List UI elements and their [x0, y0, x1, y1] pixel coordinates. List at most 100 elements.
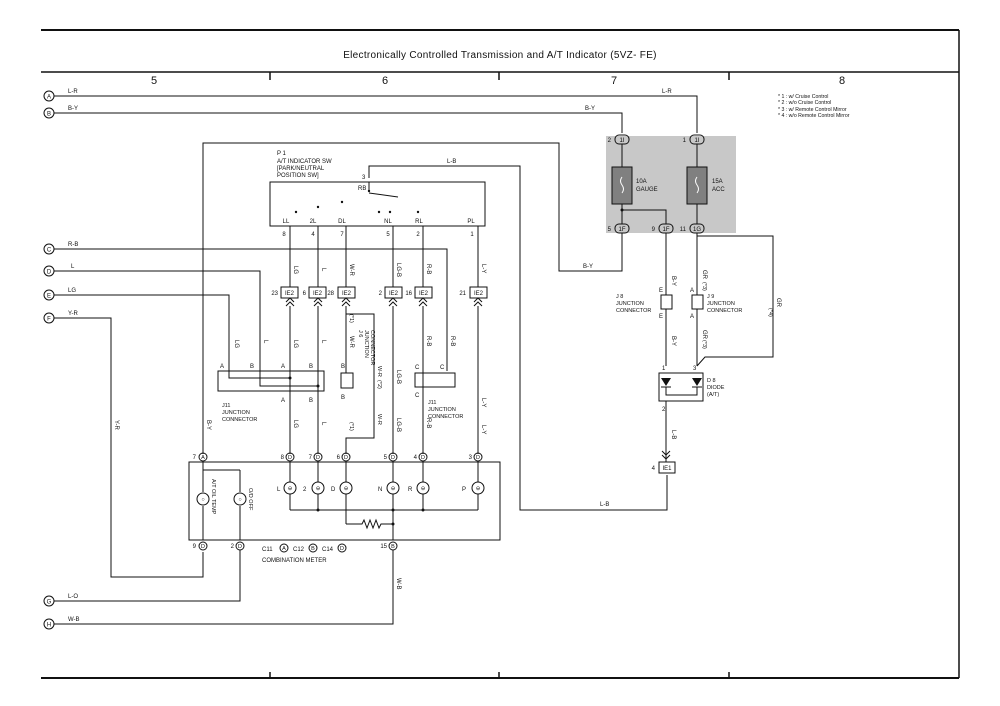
svg-text:LG: LG: [68, 288, 76, 294]
svg-text:1I: 1I: [694, 138, 699, 144]
svg-text:LG-B: LG-B: [395, 370, 401, 384]
svg-text:NL: NL: [384, 219, 392, 225]
svg-text:5: 5: [384, 455, 388, 461]
svg-text:2: 2: [303, 487, 307, 493]
svg-text:IE1: IE1: [662, 466, 672, 472]
svg-text:B-Y: B-Y: [68, 106, 78, 112]
terminal-g: G L-O: [43, 594, 78, 607]
footnote-2: * 2 : w/o Cruise Control: [778, 100, 832, 107]
svg-text:P: P: [462, 487, 466, 493]
svg-text:JUNCTION: JUNCTION: [707, 301, 735, 307]
svg-text:E: E: [659, 314, 663, 320]
fuse-gauge: 1I 2 10A GAUGE 1F 5: [608, 134, 658, 234]
terminal-b: B B-Y: [43, 106, 78, 119]
svg-text:1F: 1F: [618, 227, 625, 233]
svg-text:7: 7: [309, 455, 313, 461]
footnote-4: * 4 : w/o Remote Control Mirror: [778, 113, 850, 120]
diode-d8: 1 3 2 D 8 DIODE (A/T) L-B IE1 4: [652, 366, 725, 474]
svg-text:LG: LG: [292, 340, 298, 348]
svg-text:R-B: R-B: [425, 336, 431, 346]
wire-b-y-top: B-Y: [54, 106, 623, 133]
svg-text:IE2: IE2: [389, 291, 399, 297]
svg-text:D: D: [316, 455, 320, 461]
junction-connector-j6: B B J 6 JUNCTION CONNECTOR: [340, 330, 375, 401]
svg-text:A/T INDICATOR SW: A/T INDICATOR SW: [277, 159, 332, 165]
svg-text:23: 23: [271, 291, 278, 297]
svg-text:C: C: [415, 393, 420, 399]
svg-text:1I: 1I: [619, 138, 624, 144]
svg-text:CONNECTOR: CONNECTOR: [428, 414, 463, 420]
svg-text:P 1: P 1: [277, 151, 287, 157]
svg-text:L: L: [320, 268, 326, 272]
wire-l-d: [54, 270, 318, 387]
svg-text:6: 6: [337, 455, 341, 461]
svg-text:DL: DL: [338, 219, 346, 225]
svg-text:B-Y: B-Y: [670, 276, 676, 286]
wire-lg-e: [54, 294, 290, 379]
svg-text:J 8: J 8: [616, 294, 623, 300]
svg-text:A: A: [201, 455, 205, 461]
wire-l-r: L-R: [54, 89, 698, 133]
svg-text:⊖: ⊖: [421, 486, 426, 492]
svg-text:B-Y: B-Y: [585, 106, 595, 112]
svg-text:J11: J11: [222, 403, 230, 409]
ie2-16: IE2 16: [405, 286, 433, 307]
svg-text:B: B: [309, 364, 313, 370]
svg-text:J11: J11: [428, 400, 436, 406]
svg-text:(*2): (*2): [376, 380, 382, 389]
svg-text:R-B: R-B: [68, 242, 78, 248]
terminal-d: D L: [43, 264, 75, 277]
svg-text:LL: LL: [283, 219, 290, 225]
wire-gr-j9: GR (*3) GR (*3) A A J 9 JUNCTION CONNECT…: [690, 233, 781, 367]
fuse-acc: 1I 1 15A ACC 1G 11: [680, 134, 725, 234]
svg-text:8: 8: [281, 455, 285, 461]
svg-text:D: D: [47, 270, 52, 276]
svg-text:15: 15: [380, 544, 387, 550]
svg-text:W-R: W-R: [348, 336, 354, 349]
svg-text:D: D: [344, 455, 348, 461]
svg-text:F: F: [47, 317, 51, 323]
svg-text:JUNCTION: JUNCTION: [363, 330, 369, 358]
svg-text:POSITION SW]: POSITION SW]: [277, 173, 319, 179]
svg-text:4: 4: [414, 455, 418, 461]
svg-text:4: 4: [652, 466, 656, 472]
svg-text:CONNECTOR: CONNECTOR: [222, 417, 257, 423]
svg-text:2L: 2L: [310, 219, 317, 225]
svg-text:(*4): (*4): [767, 308, 773, 317]
svg-text:L: L: [320, 340, 326, 344]
svg-text:R-B: R-B: [449, 336, 455, 346]
svg-text:L-Y: L-Y: [480, 398, 486, 407]
svg-text:L-O: L-O: [68, 594, 78, 600]
wire-y-r-f: Y-R: [54, 317, 204, 578]
wire-l-b-rb: L-B L-B: [368, 159, 668, 511]
svg-text:L-B: L-B: [447, 159, 456, 165]
svg-text:LG: LG: [292, 420, 298, 428]
svg-text:CONNECTOR: CONNECTOR: [707, 308, 742, 314]
svg-text:RB: RB: [358, 186, 366, 192]
ie2-6: IE2 6: [303, 286, 327, 307]
svg-text:IE2: IE2: [419, 291, 429, 297]
svg-text:C: C: [47, 248, 52, 254]
svg-text:L-R: L-R: [68, 89, 78, 95]
svg-text:LG-B: LG-B: [395, 418, 401, 432]
svg-text:10A: 10A: [636, 179, 647, 185]
ie2-23: IE2 23: [271, 286, 299, 307]
page-frame: [41, 29, 960, 679]
svg-text:7: 7: [193, 455, 197, 461]
svg-text:A: A: [281, 364, 285, 370]
svg-text:⊖: ⊖: [391, 486, 396, 492]
svg-text:B: B: [341, 395, 345, 401]
wire-b-y-j8: B-Y B-Y E E J 8 JUNCTION CONNECTOR: [616, 233, 676, 366]
svg-text:3: 3: [693, 366, 697, 372]
svg-text:B-Y: B-Y: [583, 264, 593, 270]
svg-text:A/T OIL TEMP: A/T OIL TEMP: [210, 479, 216, 515]
svg-text:ACC: ACC: [712, 187, 725, 193]
svg-text:⊖: ⊖: [344, 486, 349, 492]
svg-text:⊖: ⊖: [476, 486, 481, 492]
svg-text:W-B: W-B: [395, 578, 401, 590]
svg-text:L-B: L-B: [670, 430, 676, 439]
svg-text:Y-R: Y-R: [113, 420, 119, 430]
svg-text:○: ○: [238, 497, 241, 503]
wire-w-b-h: W-B: [54, 550, 401, 625]
